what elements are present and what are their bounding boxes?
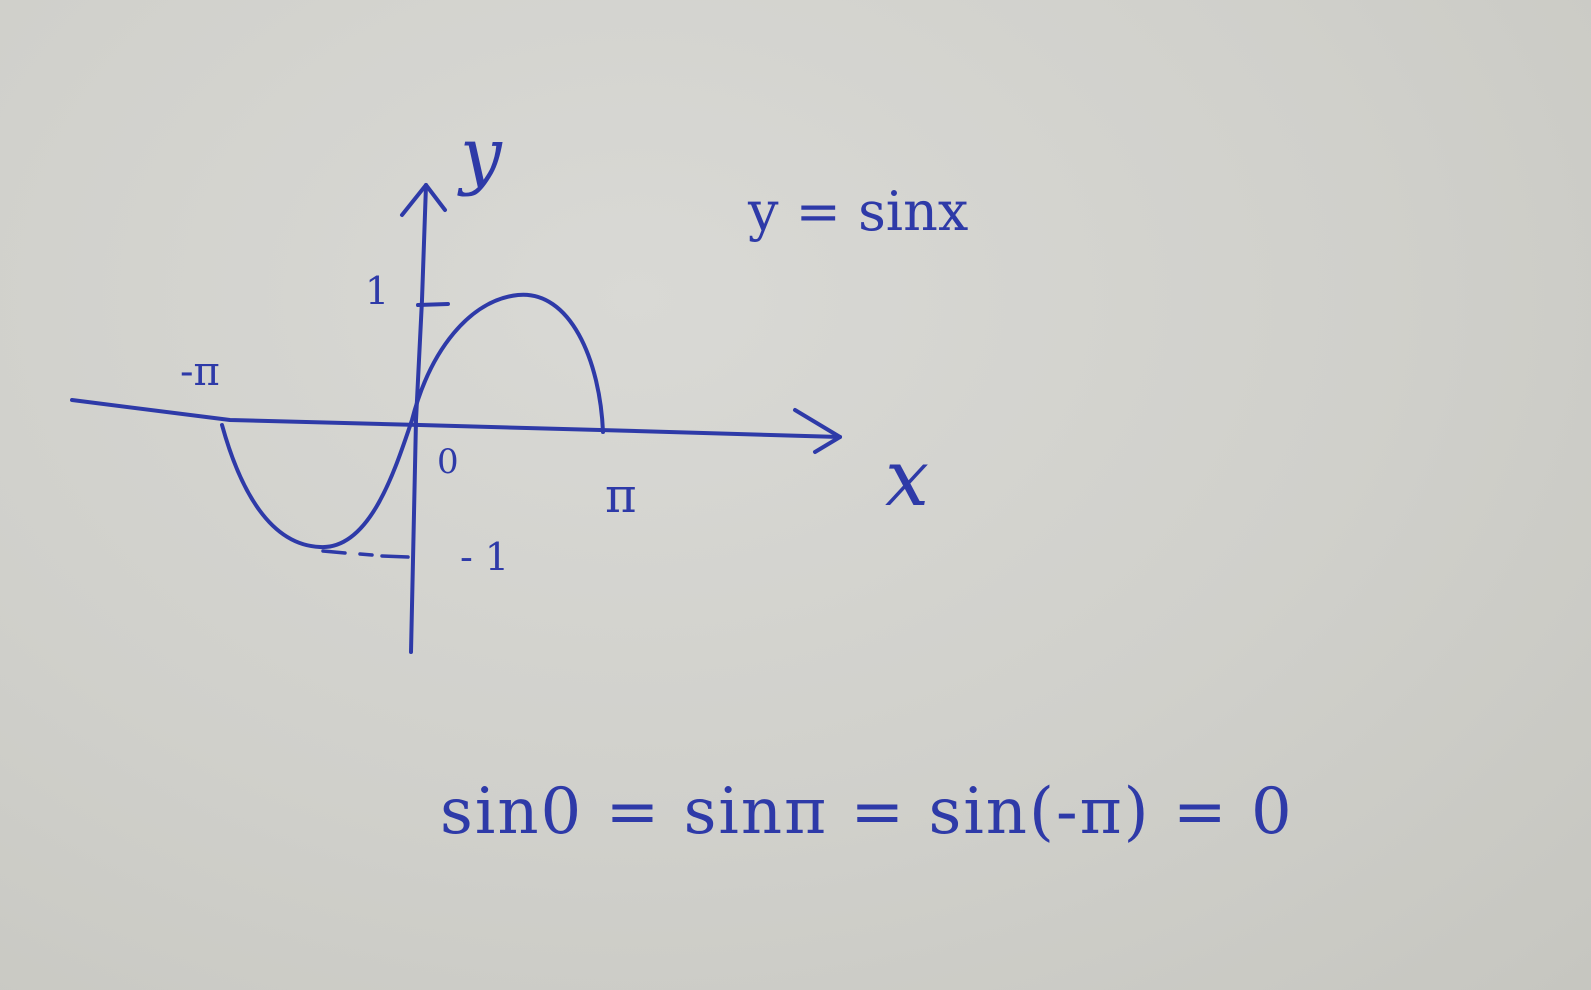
origin-label: 0 bbox=[437, 442, 459, 482]
equation: sin0 = sinπ = sin(-π) = 0 bbox=[440, 775, 1294, 849]
tick-one bbox=[416, 302, 450, 307]
x-axis-arrowhead bbox=[793, 408, 842, 454]
y-axis bbox=[409, 183, 428, 654]
tick-neg-one bbox=[321, 549, 410, 559]
y-axis-label: y bbox=[460, 112, 502, 198]
tick-label-neg-pi: -π bbox=[180, 349, 220, 395]
tick-label-neg-one: - 1 bbox=[460, 535, 510, 579]
x-axis bbox=[70, 398, 842, 439]
sine-curve bbox=[220, 292, 605, 550]
tick-label-pi: π bbox=[605, 468, 637, 524]
y-axis-arrowhead bbox=[400, 183, 447, 217]
tick-label-one: 1 bbox=[365, 269, 390, 313]
function-label: y = sinx bbox=[748, 180, 969, 243]
x-axis-label: x bbox=[885, 434, 929, 524]
